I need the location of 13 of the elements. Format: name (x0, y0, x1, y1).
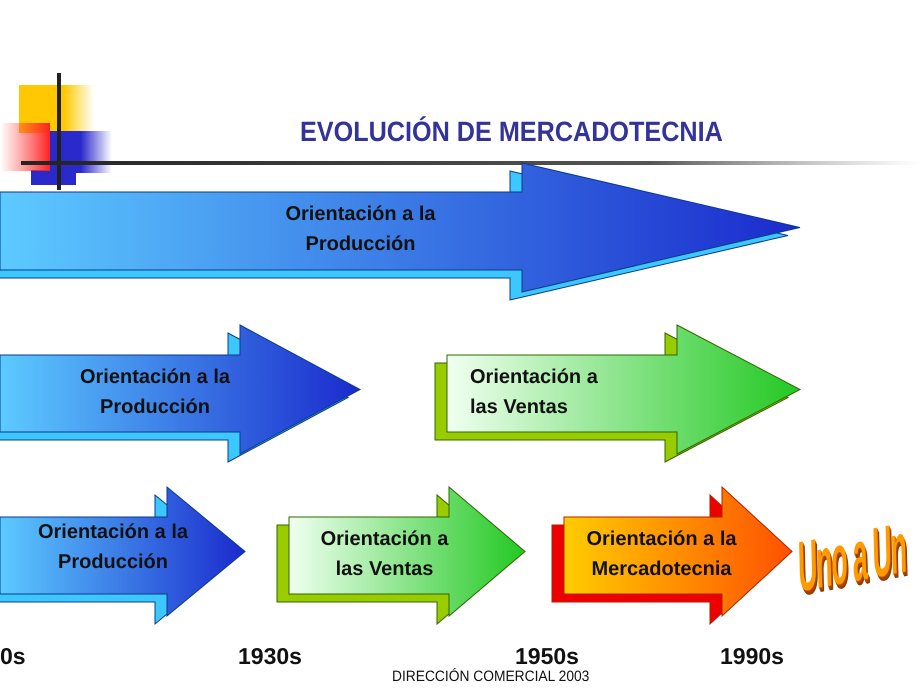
arrow-label: Orientación a las Ventas (470, 365, 599, 420)
wordart-text: Uno a Un (797, 505, 907, 608)
arrow-label: Orientación a la Producción (284, 202, 437, 257)
arrow-label: Orientación a la Producción (36, 520, 190, 575)
year-label: 1930s (238, 643, 302, 670)
footer-text: DIRECCIÓN COMERCIAL 2003 (392, 668, 590, 685)
year-label: 1990s (720, 643, 784, 670)
title: EVOLUCIÓN DE MERCADOTECNIA (300, 116, 723, 148)
year-label: 0s (0, 643, 26, 670)
arrow-label: Orientación a la Producción (78, 365, 232, 420)
year-label: 1950s (515, 643, 579, 670)
arrow-label: Orientación a la Mercadotecnia (585, 527, 738, 582)
arrow-label: Orientación a las Ventas (320, 527, 450, 582)
